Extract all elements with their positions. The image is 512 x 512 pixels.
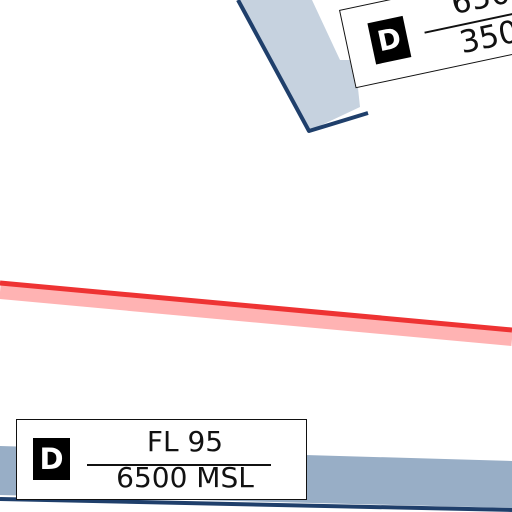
airspace-boundary-upper-band xyxy=(238,0,360,131)
airspace-label-lower[interactable]: D FL 95 6500 MSL xyxy=(16,419,307,500)
airspace-floor-text: 6500 MSL xyxy=(116,461,254,494)
route-line-halo xyxy=(0,285,512,346)
airspace-class-badge: D xyxy=(367,15,412,65)
airspace-boundary-upper-outline xyxy=(236,0,369,133)
airspace-ceiling-text: FL 95 xyxy=(146,425,224,458)
route-line xyxy=(0,280,512,346)
route-line-core xyxy=(0,280,512,333)
airspace-boundary-upper xyxy=(236,0,369,133)
airspace-class-badge: D xyxy=(33,438,70,480)
airspace-boundary-lower-outline xyxy=(0,497,512,512)
altitude-divider xyxy=(87,464,271,466)
